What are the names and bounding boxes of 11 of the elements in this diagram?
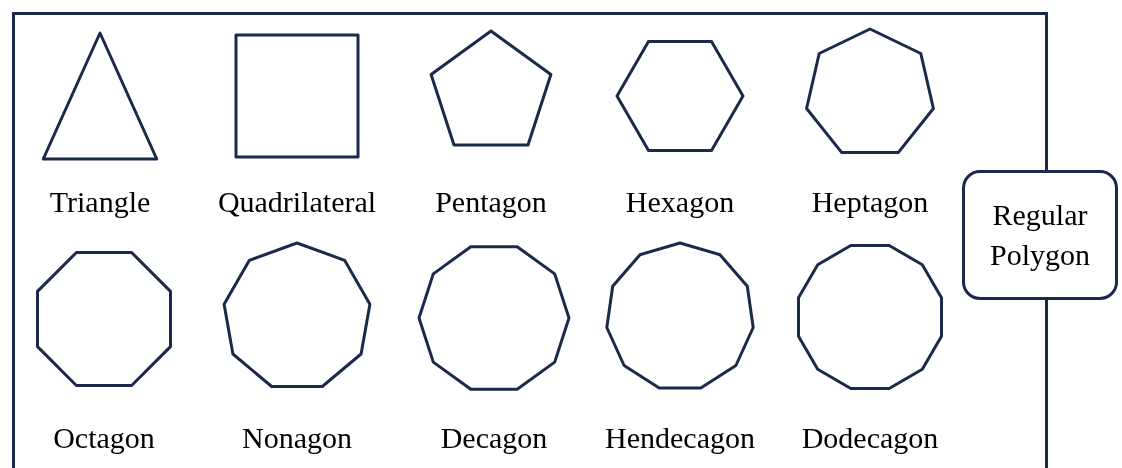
shape-name: Nonagon [241,420,353,456]
shape-name: Pentagon [434,184,548,220]
shape-name: Dodecagon [800,420,940,456]
shape-name: Octagon [52,420,156,456]
shape-name: Quadrilateral [216,184,378,220]
shape-name: Heptagon [810,184,930,220]
shape-name: Hendecagon [604,420,756,456]
shape-name: Triangle [48,184,152,220]
shape-name: Hexagon [624,184,736,220]
label-box: Regular Polygon [962,170,1118,300]
shape-name: Decagon [439,420,549,456]
